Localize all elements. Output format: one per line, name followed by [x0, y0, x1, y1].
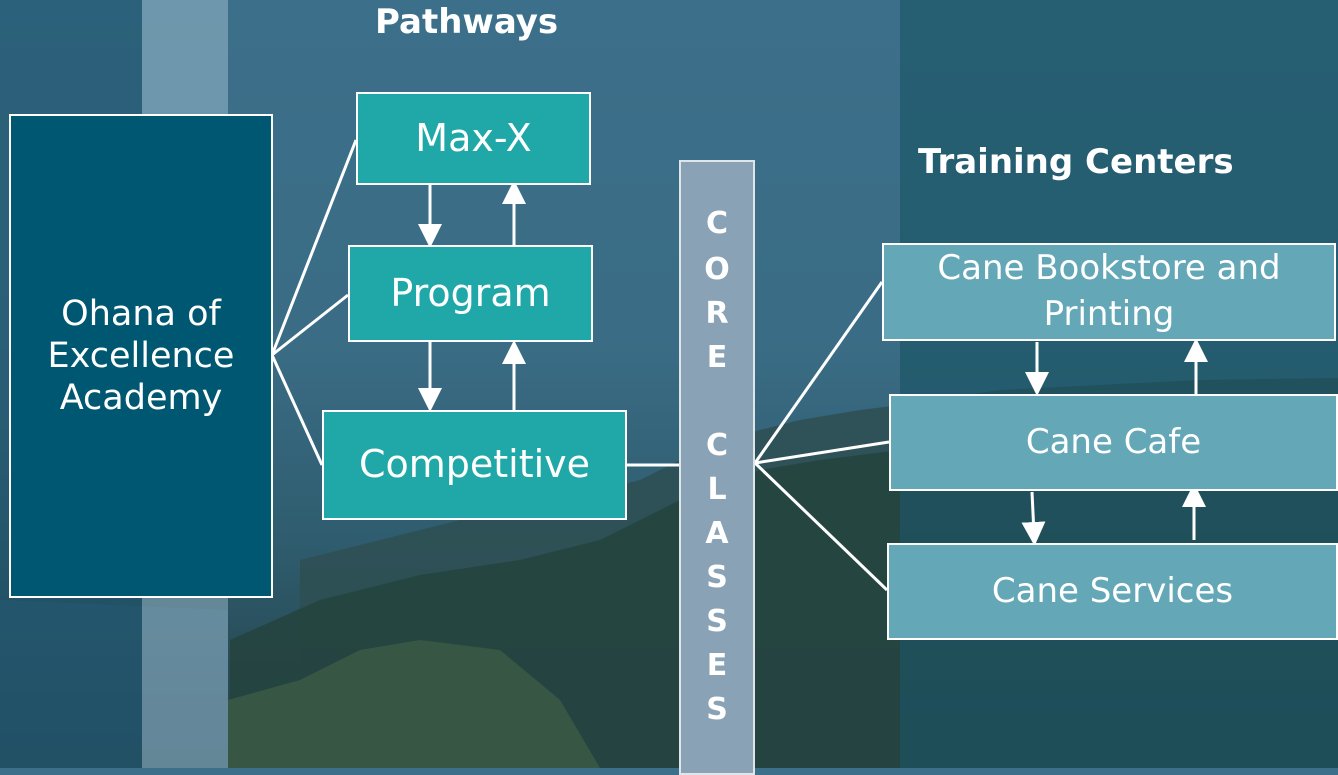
maxx-box: Max-X	[356, 92, 591, 185]
core-letter: S	[706, 604, 728, 639]
core-letter: O	[704, 252, 730, 287]
maxx-label: Max-X	[415, 115, 532, 160]
pathways-heading: Pathways	[375, 2, 559, 42]
academy-label: Ohana of Excellence Academy	[47, 294, 235, 418]
academy-box: Ohana of Excellence Academy	[9, 114, 273, 598]
core-letter: C	[705, 206, 729, 241]
bookstore-box: Cane Bookstore and Printing	[882, 243, 1336, 341]
core-letter: E	[706, 340, 728, 375]
line-core-cafe	[754, 440, 890, 465]
cafe-box: Cane Cafe	[889, 394, 1338, 491]
program-label: Program	[390, 270, 551, 315]
core-letter: C	[705, 428, 729, 463]
training-centers-heading: Training Centers	[918, 142, 1234, 182]
cafe-label: Cane Cafe	[1025, 422, 1202, 463]
line-academy-competitive	[270, 354, 324, 466]
competitive-box: Competitive	[322, 410, 627, 520]
services-box: Cane Services	[887, 543, 1338, 640]
arrow-cafe-services	[1021, 491, 1046, 546]
right-panel-overlay	[900, 0, 1338, 768]
core-letter: R	[705, 296, 729, 331]
core-classes-bar: C O R E C L A S S E S	[679, 160, 755, 775]
core-letter: A	[705, 516, 729, 551]
program-box: Program	[348, 245, 593, 342]
bookstore-label: Cane Bookstore and Printing	[937, 248, 1281, 334]
services-label: Cane Services	[991, 571, 1234, 612]
core-letter: S	[706, 560, 728, 595]
core-letter: L	[707, 472, 727, 507]
line-academy-maxx	[270, 139, 358, 356]
line-core-bookstore	[753, 281, 884, 464]
core-letter: S	[706, 692, 728, 727]
competitive-label: Competitive	[358, 442, 591, 487]
line-academy-program	[271, 293, 349, 357]
core-letter: E	[706, 648, 728, 683]
line-core-services	[753, 461, 889, 592]
